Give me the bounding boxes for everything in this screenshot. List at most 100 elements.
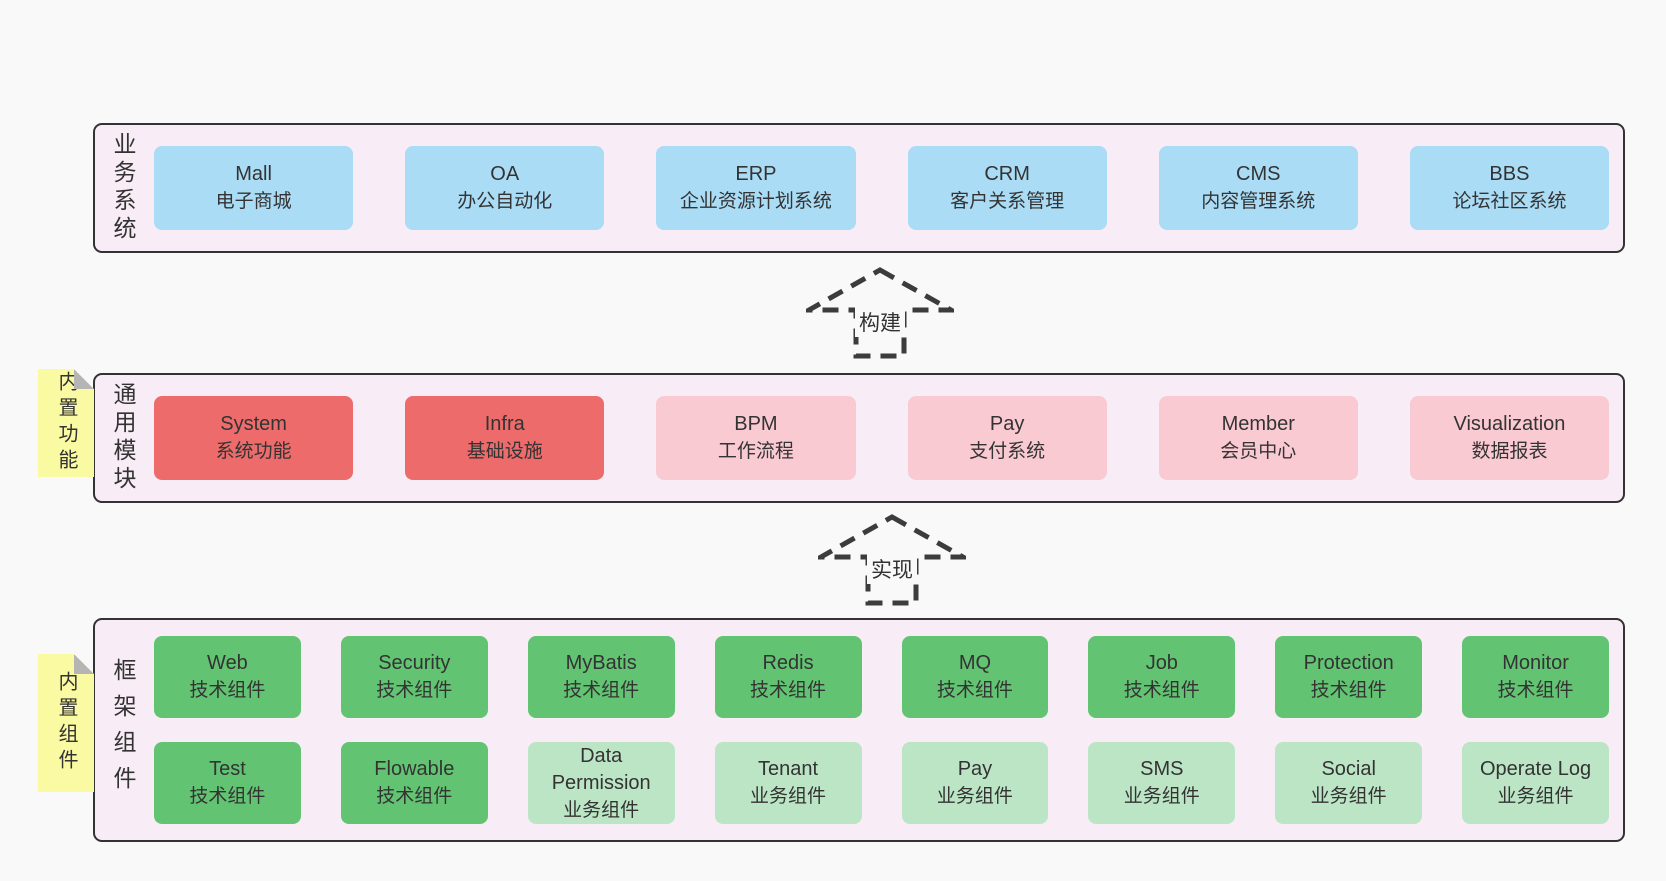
box-subtitle: 技术组件 [1497,680,1574,701]
box-subtitle: 内容管理系统 [1201,191,1316,212]
box-title: Test [209,758,246,780]
dashed-up-arrow-icon [806,267,954,359]
box-title: Flowable [374,758,455,780]
implement-arrow-label: 实现 [867,554,917,584]
box-title: Data Permission [551,744,651,794]
box-title: Security [378,652,451,674]
box-subtitle: 论坛社区系统 [1452,191,1567,212]
box-subtitle: 技术组件 [189,680,266,701]
box-redis: Redis 技术组件 [714,636,862,718]
band-label-business-systems: 业务系统 [110,132,136,244]
box-job: Job 技术组件 [1088,636,1236,718]
sticky-note-builtin-components: 内置组件 [38,654,94,792]
band-business-systems: 业务系统 Mall 电子商城 OA 办公自动化 ERP 企业资源计划系统 CRM… [93,123,1625,253]
box-subtitle: 技术组件 [1123,680,1200,701]
box-mall: Mall 电子商城 [154,146,354,230]
box-data-permission: Data Permission 业务组件 [527,742,675,824]
box-infra: Infra 基础设施 [405,396,605,480]
component-rows: Web 技术组件 Security 技术组件 MyBatis 技术组件 Redi… [154,636,1609,824]
box-subtitle: 支付系统 [969,441,1046,462]
box-crm: CRM 客户关系管理 [907,146,1107,230]
box-title: Member [1221,413,1295,435]
dashed-up-arrow-icon [818,514,966,606]
box-title: Redis [762,652,814,674]
box-subtitle: 技术组件 [376,786,453,807]
box-title: System [220,413,287,435]
box-subtitle: 技术组件 [936,680,1013,701]
box-title: CRM [984,163,1030,185]
component-row-2: Test 技术组件 Flowable 技术组件 Data Permission … [154,742,1609,824]
box-bbs: BBS 论坛社区系统 [1409,146,1610,230]
box-title: Pay [957,758,993,780]
implement-arrow: 实现 [818,513,966,607]
build-arrow-label: 构建 [855,307,905,337]
box-title: CMS [1236,163,1281,185]
box-subtitle: 电子商城 [215,191,292,212]
box-bpm: BPM 工作流程 [656,396,856,480]
box-title: Protection [1303,652,1394,674]
sticky-note-builtin-features: 内置功能 [38,369,94,477]
box-pay-component: Pay 业务组件 [901,742,1049,824]
box-security: Security 技术组件 [340,636,488,718]
band-common-modules: 内置功能 通用模块 System 系统功能 Infra 基础设施 BPM 工作流… [93,373,1625,503]
box-operate-log: Operate Log 业务组件 [1462,742,1609,824]
box-subtitle: 技术组件 [376,680,453,701]
box-subtitle: 技术组件 [189,786,266,807]
component-row-1: Web 技术组件 Security 技术组件 MyBatis 技术组件 Redi… [154,636,1609,718]
box-title: Social [1321,758,1376,780]
box-tenant: Tenant 业务组件 [714,742,862,824]
box-subtitle: 系统功能 [215,441,292,462]
box-title: Tenant [758,758,819,780]
box-flowable: Flowable 技术组件 [340,742,488,824]
box-test: Test 技术组件 [154,742,301,824]
box-title: Monitor [1502,652,1569,674]
box-subtitle: 基础设施 [466,441,543,462]
sticky-note-label: 内置功能 [55,371,77,475]
box-title: Pay [989,413,1025,435]
sticky-fold-corner-icon [74,369,94,389]
box-title: ERP [735,163,777,185]
box-visualization: Visualization 数据报表 [1409,396,1610,480]
box-cms: CMS 内容管理系统 [1158,146,1358,230]
box-subtitle: 技术组件 [563,680,640,701]
build-arrow: 构建 [806,266,954,360]
box-mybatis: MyBatis 技术组件 [527,636,675,718]
box-pay-module: Pay 支付系统 [907,396,1107,480]
box-subtitle: 数据报表 [1471,441,1548,462]
box-erp: ERP 企业资源计划系统 [656,146,856,230]
box-title: Job [1145,652,1178,674]
box-system: System 系统功能 [154,396,354,480]
box-title: BBS [1489,163,1530,185]
box-subtitle: 业务组件 [563,799,640,821]
band-framework-components: 内置组件 框架组件 Web 技术组件 Security 技术组件 MyBatis… [93,618,1625,842]
box-title: Infra [484,413,525,435]
box-protection: Protection 技术组件 [1275,636,1423,718]
box-social: Social 业务组件 [1275,742,1423,824]
box-title: Operate Log [1479,758,1592,780]
band-label-common-modules: 通用模块 [110,382,136,494]
box-subtitle: 业务组件 [1497,786,1574,807]
box-title: Web [207,652,248,674]
box-subtitle: 工作流程 [717,441,794,462]
box-oa: OA 办公自动化 [405,146,605,230]
box-subtitle: 客户关系管理 [950,191,1065,212]
box-subtitle: 业务组件 [936,786,1013,807]
box-subtitle: 业务组件 [750,786,827,807]
box-monitor: Monitor 技术组件 [1462,636,1609,718]
box-subtitle: 技术组件 [1310,680,1387,701]
box-title: Mall [235,163,272,185]
box-subtitle: 企业资源计划系统 [679,191,832,212]
box-sms: SMS 业务组件 [1088,742,1236,824]
band-label-framework-components: 框架组件 [110,658,136,802]
box-subtitle: 办公自动化 [457,191,553,212]
box-member: Member 会员中心 [1158,396,1358,480]
box-subtitle: 业务组件 [1310,786,1387,807]
box-subtitle: 技术组件 [750,680,827,701]
box-title: BPM [734,413,778,435]
box-subtitle: 业务组件 [1123,786,1200,807]
business-boxes-row: Mall 电子商城 OA 办公自动化 ERP 企业资源计划系统 CRM 客户关系… [154,146,1610,230]
box-mq: MQ 技术组件 [901,636,1049,718]
box-title: Visualization [1453,413,1566,435]
sticky-note-label: 内置组件 [55,671,77,775]
